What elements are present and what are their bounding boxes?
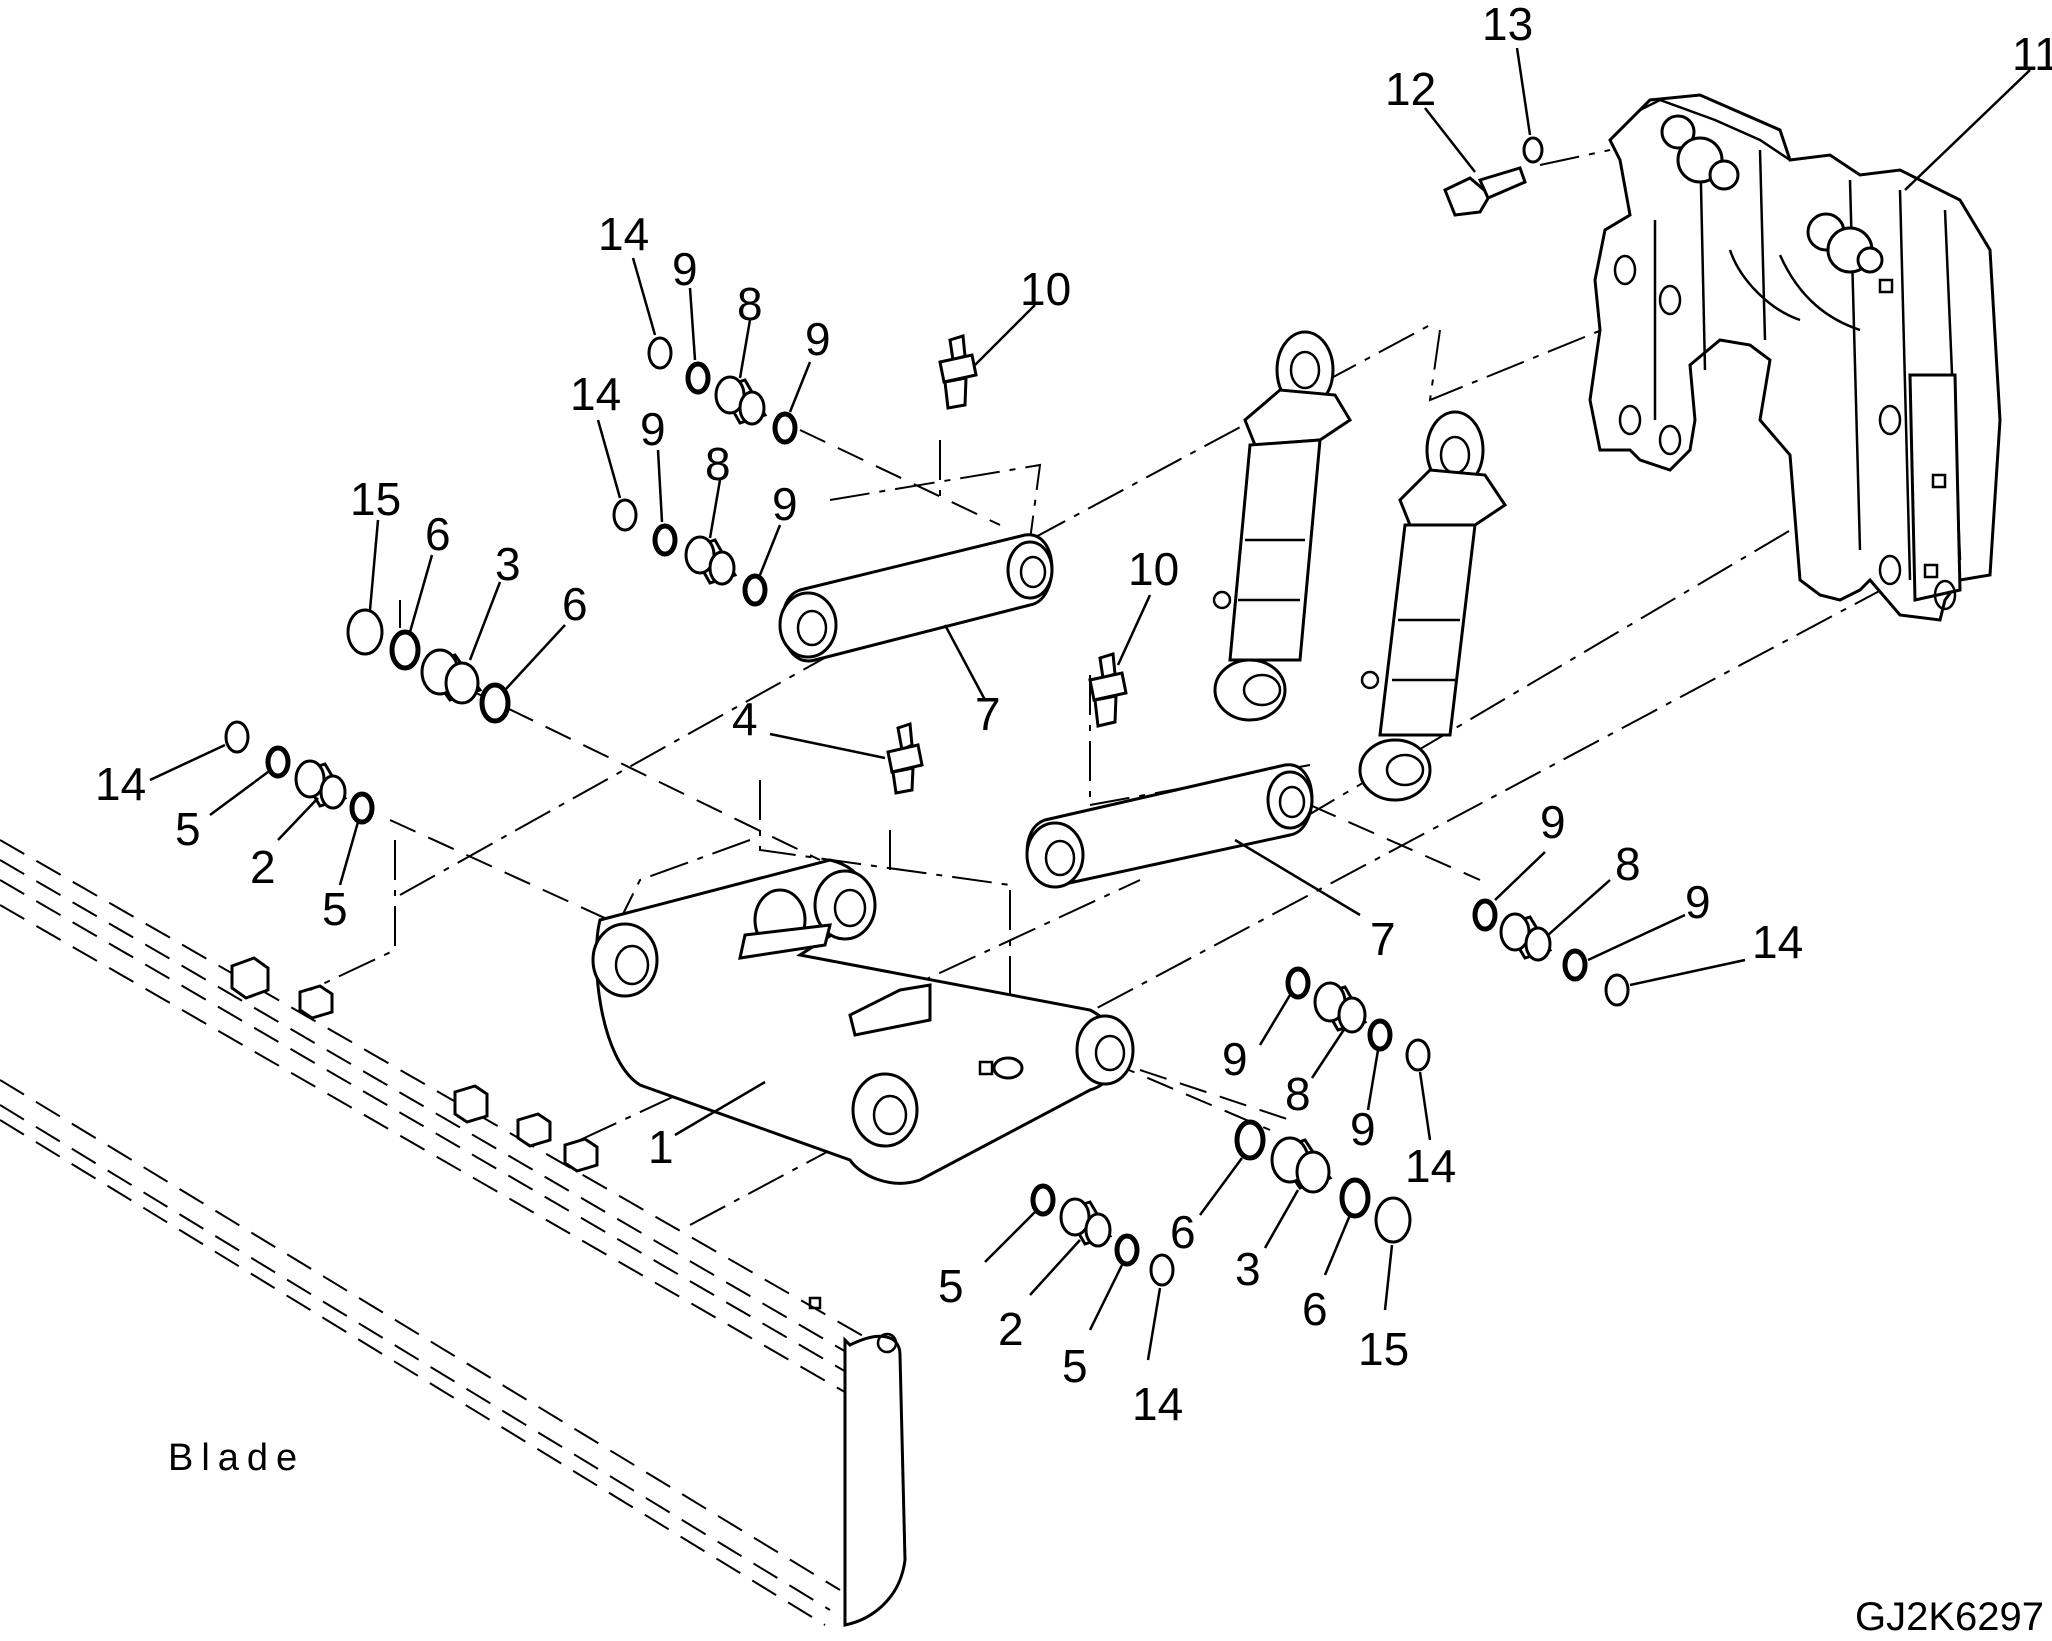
callout-8c: 8 <box>1615 838 1641 890</box>
upper-pin-set-a: 14 9 8 9 <box>598 208 831 445</box>
left-pin-set-3: 15 6 3 6 <box>346 473 588 724</box>
grease-fitting-part-10-lower: 10 <box>1088 543 1179 728</box>
callout-9f: 9 <box>1685 876 1711 928</box>
callout-10b: 10 <box>1128 543 1179 595</box>
callout-9b: 9 <box>805 313 831 365</box>
callout-9d: 9 <box>772 478 798 530</box>
callout-8d: 8 <box>1285 1068 1311 1120</box>
lower-pin-set-3: 6 3 6 15 <box>1170 1119 1412 1375</box>
callout-6b: 6 <box>562 578 588 630</box>
grease-fitting-part-10-upper: 10 <box>938 263 1071 410</box>
hydraulic-cylinder-2 <box>1358 410 1508 802</box>
washer-part-13: 13 <box>1482 0 1544 164</box>
callout-6a: 6 <box>425 508 451 560</box>
frame-part-11: 11 <box>1588 28 2052 622</box>
callout-14d: 14 <box>1752 916 1803 968</box>
callout-15a: 15 <box>350 473 401 525</box>
link-part-7-upper: 7 <box>778 533 1054 740</box>
callout-3b: 3 <box>1235 1243 1261 1295</box>
callout-5d: 5 <box>1062 1340 1088 1392</box>
callout-5c: 5 <box>938 1260 964 1312</box>
callout-8a: 8 <box>737 278 763 330</box>
callout-9a: 9 <box>672 243 698 295</box>
callout-9h: 9 <box>1350 1103 1376 1155</box>
left-pin-set-2: 14 5 2 5 <box>95 720 375 935</box>
upper-pin-set-b: 14 9 8 9 <box>570 368 798 607</box>
lower-pin-set-2: 5 2 5 14 <box>938 1183 1183 1430</box>
callout-14c: 14 <box>95 758 146 810</box>
callout-9c: 9 <box>640 403 666 455</box>
callout-6d: 6 <box>1302 1283 1328 1335</box>
callout-14f: 14 <box>1132 1378 1183 1430</box>
callout-2b: 2 <box>998 1303 1024 1355</box>
callout-8b: 8 <box>705 438 731 490</box>
callout-13: 13 <box>1482 0 1533 50</box>
callout-9g: 9 <box>1222 1033 1248 1085</box>
hydraulic-cylinder-1 <box>1212 330 1353 722</box>
tilt-bracket-part-1: 1 <box>591 858 1135 1185</box>
callout-1: 1 <box>648 1121 674 1173</box>
link-part-7-lower: 7 <box>1025 763 1396 965</box>
bolt-part-12: 12 <box>1385 63 1527 217</box>
callout-11: 11 <box>2012 28 2052 80</box>
callout-12: 12 <box>1385 63 1436 115</box>
right-pin-set-a: 9 8 9 14 <box>1472 796 1803 1007</box>
callout-9e: 9 <box>1540 796 1566 848</box>
callout-5b: 5 <box>322 883 348 935</box>
figure-id: GJ2K6297 <box>1855 1595 2044 1639</box>
callout-5a: 5 <box>175 803 201 855</box>
callout-15b: 15 <box>1358 1323 1409 1375</box>
blade-part: Blade <box>0 839 907 1627</box>
callout-2a: 2 <box>250 841 276 893</box>
callout-4: 4 <box>732 693 758 745</box>
callout-3a: 3 <box>495 538 521 590</box>
blade-label: Blade <box>168 1437 305 1479</box>
callout-14a: 14 <box>598 208 649 260</box>
callout-14b: 14 <box>570 368 621 420</box>
callout-7b: 7 <box>1370 913 1396 965</box>
callout-10a: 10 <box>1020 263 1071 315</box>
callout-7a: 7 <box>975 688 1001 740</box>
grease-fitting-part-4: 4 <box>732 693 924 795</box>
callout-14e: 14 <box>1405 1140 1456 1192</box>
callout-6c: 6 <box>1170 1206 1196 1258</box>
lower-pin-set-8: 9 8 9 14 <box>1222 966 1456 1192</box>
